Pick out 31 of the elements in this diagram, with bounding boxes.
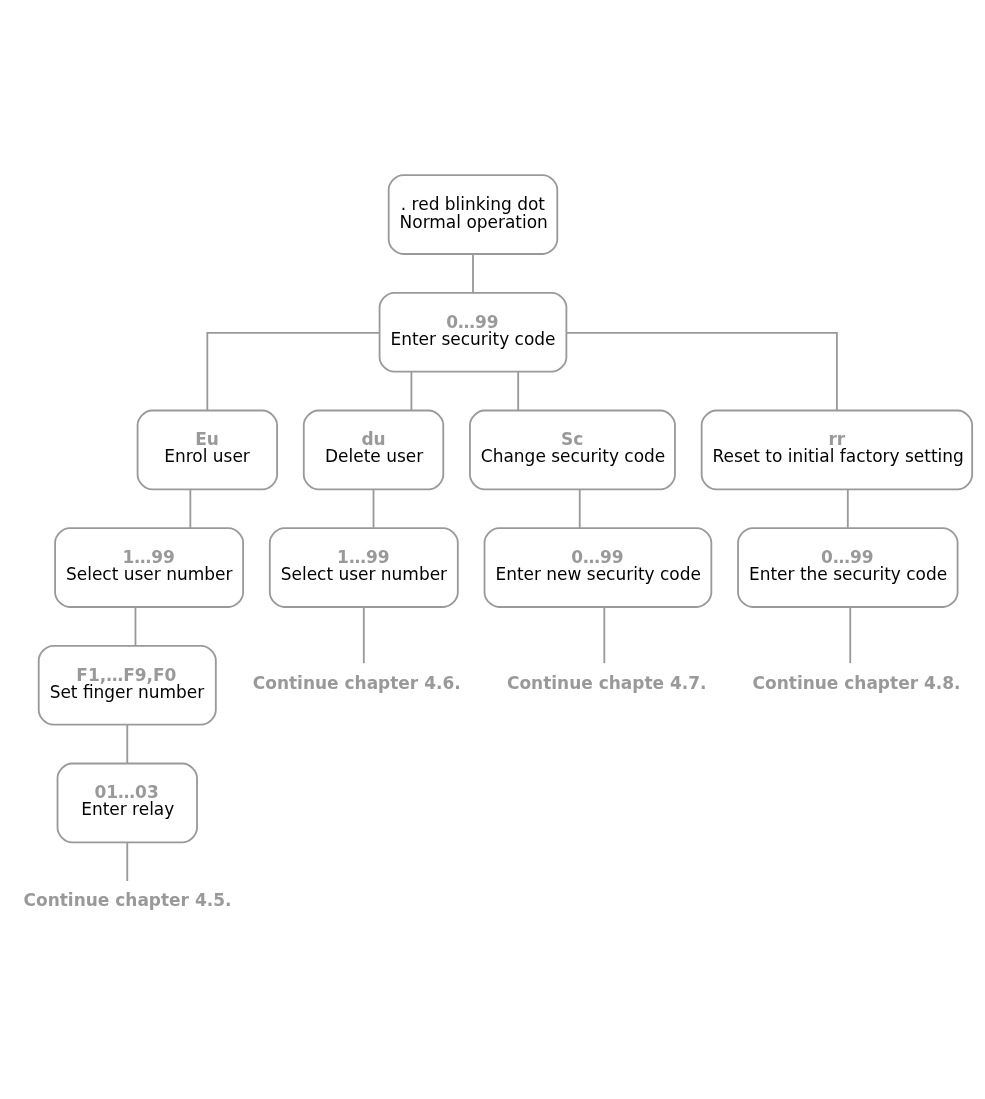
connector	[134, 605, 136, 647]
node-box: F1,…F9,F0 Set finger number	[37, 644, 217, 726]
connector	[848, 605, 851, 664]
node-box: 01…03 Enter relay	[56, 762, 198, 843]
node-box: 0…99 Enter the security code	[736, 526, 958, 608]
node-box: Eu Enrol user	[136, 409, 278, 490]
node-box: rr Reset to initial factory setting	[700, 409, 973, 490]
node-box: 0…99 Enter security code	[378, 291, 567, 373]
connector	[205, 331, 380, 411]
node-text: Continue chapte 4.7.	[506, 672, 706, 693]
connector	[188, 488, 191, 529]
node-box: Sc Change security code	[468, 409, 676, 490]
connector	[125, 723, 128, 764]
connector	[846, 488, 849, 529]
connector	[410, 370, 412, 411]
connector	[578, 488, 581, 529]
node-box: 1…99 Select user number	[268, 526, 459, 608]
node-box: 1…99 Select user number	[53, 526, 244, 608]
connector	[602, 605, 605, 664]
node-box: 0…99 Enter new security code	[483, 526, 712, 608]
node-box: du Delete user	[302, 409, 444, 490]
connector	[471, 252, 474, 294]
connector	[516, 370, 519, 411]
connector	[362, 605, 365, 664]
connector	[372, 488, 374, 529]
node-box: . red blinking dot Normal operation	[387, 173, 558, 255]
node-text: Continue chapter 4.5.	[23, 889, 231, 910]
connector	[125, 841, 128, 882]
node-text: Continue chapter 4.8.	[752, 672, 960, 693]
node-text: Continue chapter 4.6.	[252, 672, 461, 693]
connector	[565, 331, 838, 411]
